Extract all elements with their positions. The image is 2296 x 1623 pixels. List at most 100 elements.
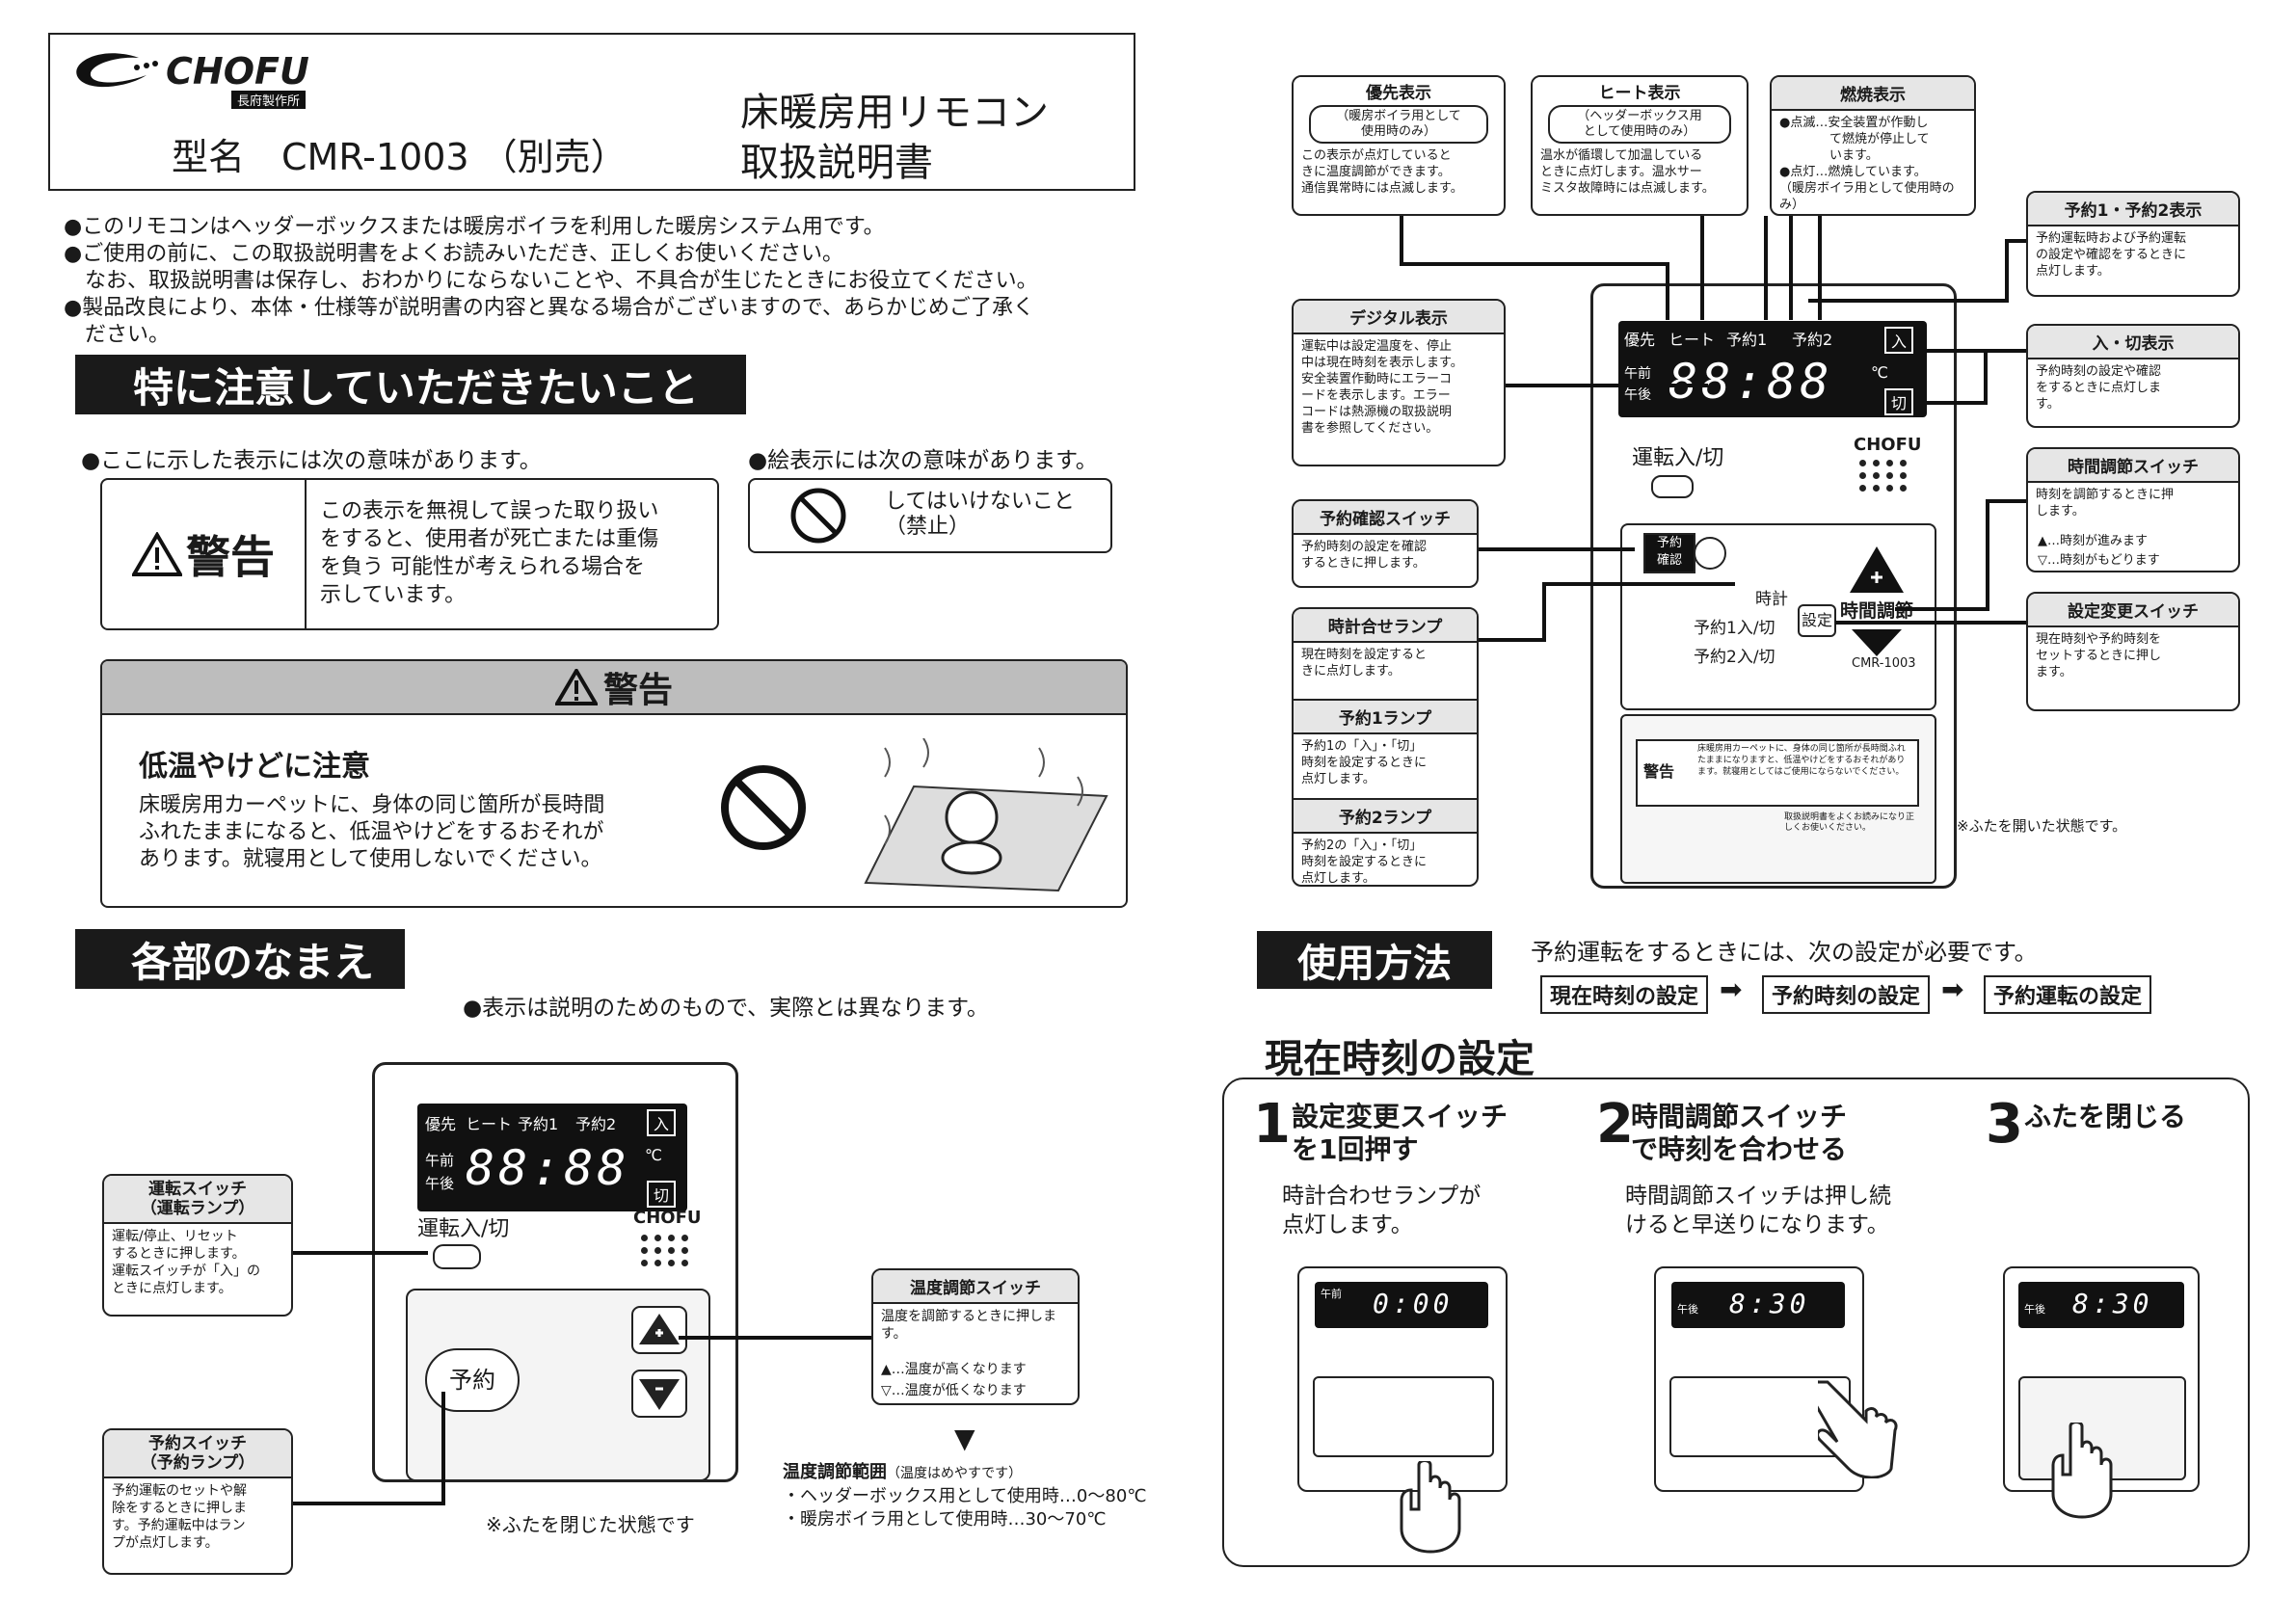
temp-down-icon[interactable] <box>631 1370 687 1418</box>
res12-desc: 予約運転時および予約運転 の設定や確認をするときに 点灯します。 <box>2036 231 2187 279</box>
reserve-button[interactable]: 予約 <box>425 1348 520 1412</box>
leader-line <box>1986 499 2026 503</box>
run-switch-desc: 運転/停止、リセット するときに押します。 運転スイッチが「入」の ときに点灯し… <box>112 1229 260 1296</box>
leader-line <box>1506 384 1708 387</box>
model-label: 型名 CMR-1003 （別売） <box>172 136 627 178</box>
arrow-down-icon: ▼ <box>954 1423 975 1454</box>
temp-range-1: ・ヘッダーボックス用として使用時…0〜80℃ <box>783 1486 1147 1506</box>
leader-line <box>1479 638 1546 642</box>
big-warning-box: 警告 低温やけどに注意 床暖房用カーペットに、身体の同じ箇所が長時間 ふれたまま… <box>100 659 1128 908</box>
lcd-off: 切 <box>1884 388 1914 415</box>
prohibit-icon <box>790 488 846 544</box>
set-change-callout: 設定変更スイッチ 現在時刻や予約時刻を セットするときに押し ます。 <box>2026 592 2240 711</box>
run-label: 運転入/切 <box>417 1217 510 1241</box>
warning-symbol: 警告 <box>102 480 307 628</box>
step-desc: 時間調節スイッチは押し続 けると早送りになります。 <box>1625 1184 1891 1237</box>
remote-lcd: 優先 ヒート 予約1 予約2 入 午前 午後 88:88 ℃ 切 <box>1618 321 1927 417</box>
lcd-unit: ℃ <box>1871 363 1888 382</box>
speaker-grille <box>1859 460 1908 492</box>
right-note: ●絵表示には次の意味があります。 <box>748 448 1098 473</box>
res12-title: 予約1・予約2表示 <box>2028 193 2238 226</box>
intro-line: なお、取扱説明書は保存し、おわかりにならないことや、不具合が生じたときにお役立て… <box>64 269 1038 293</box>
flow-step-2: 予約時刻の設定 <box>1762 975 1931 1014</box>
reserve-switch-desc: 予約運転のセットや解 除をするときに押しま す。予約運転中はラン プが点灯します… <box>112 1483 247 1551</box>
prohibit-meaning-box: してはいけないこと （禁止） <box>748 478 1112 553</box>
priority-sub: （暖房ボイラ用として 使用時のみ） <box>1309 105 1488 144</box>
temp-range-title: 温度調節範囲 <box>783 1462 887 1482</box>
leader-line <box>2005 239 2009 301</box>
clock-lamp-title: 時計合せランプ <box>1294 609 1477 643</box>
set-change-title: 設定変更スイッチ <box>2028 594 2238 627</box>
brand-name: CHOFU <box>166 50 309 93</box>
onoff-desc: 予約時刻の設定や確認 をするときに点灯しま す。 <box>2036 364 2162 412</box>
clock-lamp-label: 時計 <box>1755 590 1788 609</box>
speaker-grille <box>641 1235 689 1266</box>
step-remote: 午前 0:00 <box>1297 1266 1508 1492</box>
priority-desc: この表示が点灯していると きに温度調節ができます。 通信異常時には点滅します。 <box>1301 148 1463 196</box>
temp-range: 温度調節範囲（温度はめやすです） ・ヘッダーボックス用として使用時…0〜80℃ … <box>783 1461 1147 1531</box>
leader-line <box>1479 547 1635 551</box>
leader-line <box>1818 216 1822 320</box>
time-up-icon[interactable] <box>1846 543 1908 597</box>
time-adj-label: 時間調節 <box>1840 600 1914 622</box>
steps-box: 1 設定変更スイッチ を1回押す 時計合わせランプが 点灯します。 午前 0:0… <box>1222 1078 2250 1567</box>
flow-arrow-icon: ➡ <box>1720 973 1743 1005</box>
priority-callout: 優先表示 （暖房ボイラ用として 使用時のみ） この表示が点灯していると きに温度… <box>1292 75 1506 216</box>
closed-note: ※ふたを閉じた状態です <box>486 1513 695 1536</box>
flow-step-3: 予約運転の設定 <box>1984 975 2152 1014</box>
inner-warning-text: 床暖房用カーペットに、身体の同じ箇所が長時間ふれたままになりますと、低温やけどを… <box>1697 744 1906 777</box>
r1-lamp-label: 予約1入/切 <box>1694 619 1775 638</box>
open-note: ※ふたを開いた状態です。 <box>1957 817 2127 835</box>
flow-step-1: 現在時刻の設定 <box>1540 975 1709 1014</box>
leader-line <box>1764 216 1768 320</box>
warning-desc: この表示を無視して誤った取り扱い をすると、使用者が死亡または重傷 を負う 可能… <box>320 499 659 607</box>
warning-triangle-icon <box>132 532 182 576</box>
intro-line: ●このリモコンはヘッダーボックスまたは暖房ボイラを利用した暖房システム用です。 <box>64 215 885 239</box>
prohibit-desc: してはいけないこと （禁止） <box>885 490 1075 539</box>
burn-callout: 燃焼表示 ●点滅…安全装置が作動し て燃焼が停止して います。 ●点灯…燃焼して… <box>1770 75 1976 216</box>
digital-desc: 運転中は設定温度を、停止 中は現在時刻を表示します。 安全装置作動時にエラーコ … <box>1301 339 1463 436</box>
heat-desc: 温水が循環して加温している ときに点灯します。温水サー ミスタ故障時には点滅しま… <box>1540 148 1715 196</box>
time-adj-title: 時間調節スイッチ <box>2028 449 2238 483</box>
temp-range-2: ・暖房ボイラ用として使用時…30〜70℃ <box>783 1509 1107 1530</box>
run-button[interactable] <box>1651 475 1694 498</box>
priority-title: 優先表示 <box>1294 77 1504 105</box>
res12-callout: 予約1・予約2表示 予約運転時および予約運転 の設定や確認をするときに 点灯しま… <box>2026 191 2240 297</box>
run-switch-callout: 運転スイッチ （運転ランプ） 運転/停止、リセット するときに押します。 運転ス… <box>102 1174 293 1317</box>
chofu-swoosh-icon <box>76 53 158 88</box>
r2-lamp-title: 予約2ランプ <box>1294 798 1477 834</box>
finger-press-icon <box>1400 1461 1461 1554</box>
r2-lamp-label: 予約2入/切 <box>1694 648 1775 667</box>
warning-meaning-box: 警告 この表示を無視して誤った取り扱い をすると、使用者が死亡または重傷 を負う… <box>100 478 719 630</box>
title-box: CHOFU 長府製作所 型名 CMR-1003 （別売） 床暖房用リモコン 取扱… <box>48 33 1135 191</box>
usage-intro: 予約運転をするときには、次の設定が必要です。 <box>1531 939 2038 966</box>
burn-title: 燃焼表示 <box>1772 77 1974 111</box>
digital-title: デジタル表示 <box>1294 301 1504 334</box>
lcd-reserve1: 予約1 <box>1726 331 1768 349</box>
temp-up-icon[interactable] <box>631 1306 687 1354</box>
lcd-reserve2: 予約2 <box>1792 331 1833 349</box>
step-lcd: 午前 0:00 <box>1315 1282 1488 1328</box>
run-button[interactable] <box>433 1244 481 1269</box>
leader-line <box>1986 499 1989 611</box>
time-back: ▽…時刻がもどります <box>2038 553 2160 568</box>
leader-line <box>1835 621 2026 625</box>
step-2: 2 時間調節スイッチ で時刻を合わせる 時間調節スイッチは押し続 けると早送りに… <box>1596 1093 1943 1556</box>
leader-line <box>293 1251 428 1255</box>
confirm-button[interactable]: 予約 確認 <box>1643 533 1695 573</box>
usage-section-title: 使用方法 <box>1257 931 1492 989</box>
caution-section-title: 特に注意していただきたいこと <box>75 355 746 414</box>
leader-line <box>1700 216 1704 320</box>
step-number: 2 <box>1596 1093 1634 1156</box>
big-warning-title: 低温やけどに注意 <box>139 750 370 784</box>
set-button[interactable]: 設定 <box>1798 604 1836 637</box>
time-down-icon[interactable] <box>1848 625 1906 660</box>
confirm-title: 予約確認スイッチ <box>1294 501 1477 535</box>
step-lcd-time: 8:30 <box>1729 1288 1810 1319</box>
confirm-knob[interactable] <box>1694 537 1726 570</box>
product-line1: 床暖房用リモコン <box>740 91 1049 135</box>
time-adj-callout: 時間調節スイッチ 時刻を調節するときに押 します。 ▲…時刻が進みます ▽…時刻… <box>2026 447 2240 572</box>
step-1: 1 設定変更スイッチ を1回押す 時計合わせランプが 点灯します。 午前 0:0… <box>1253 1093 1562 1556</box>
remote-model: CMR-1003 <box>1852 656 1916 671</box>
r1-lamp-title: 予約1ランプ <box>1294 699 1477 734</box>
